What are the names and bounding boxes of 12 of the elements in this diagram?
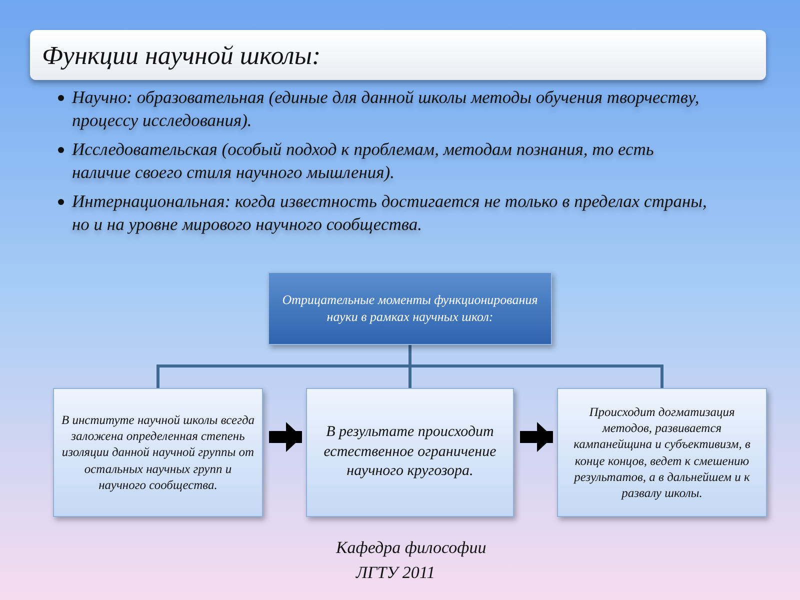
- text-box: Происходит догматизация методов, развивается кампанейщина и субъективизм, в конце концов, ведет к смешению результатов, а в дальнейшем и к развалу школы.: [557, 388, 767, 517]
- bullet-item: Интернациональная: когда известность достигается не только в пределах страны, но и на уровне мирового научного сообщества.: [56, 190, 716, 236]
- text-box: В институте научной школы всегда заложена определенная степень изоляции данной научной группы от остальных научных групп и научного сообщества.: [53, 388, 263, 517]
- bullet-item: Научно: образовательная (единые для данной школы методы обучения творчеству, процессу исследования).: [56, 86, 716, 132]
- bullet-item: Исследовательская (особый подход к проблемам, методам познания, то есть наличие своего стиля научного мышления).: [56, 138, 716, 184]
- text-box: Отрицательные моменты функционирования науки в рамках научных школ:: [268, 272, 552, 345]
- footer-text: Кафедра философии: [336, 537, 486, 559]
- block-arrow: [520, 422, 553, 452]
- block-arrow: [269, 422, 302, 452]
- text-box: В результате происходит естественное ограничение научного кругозора.: [306, 388, 514, 517]
- title-banner: Функции научной школы:: [30, 30, 766, 80]
- footer-text: ЛГТУ 2011: [356, 562, 436, 584]
